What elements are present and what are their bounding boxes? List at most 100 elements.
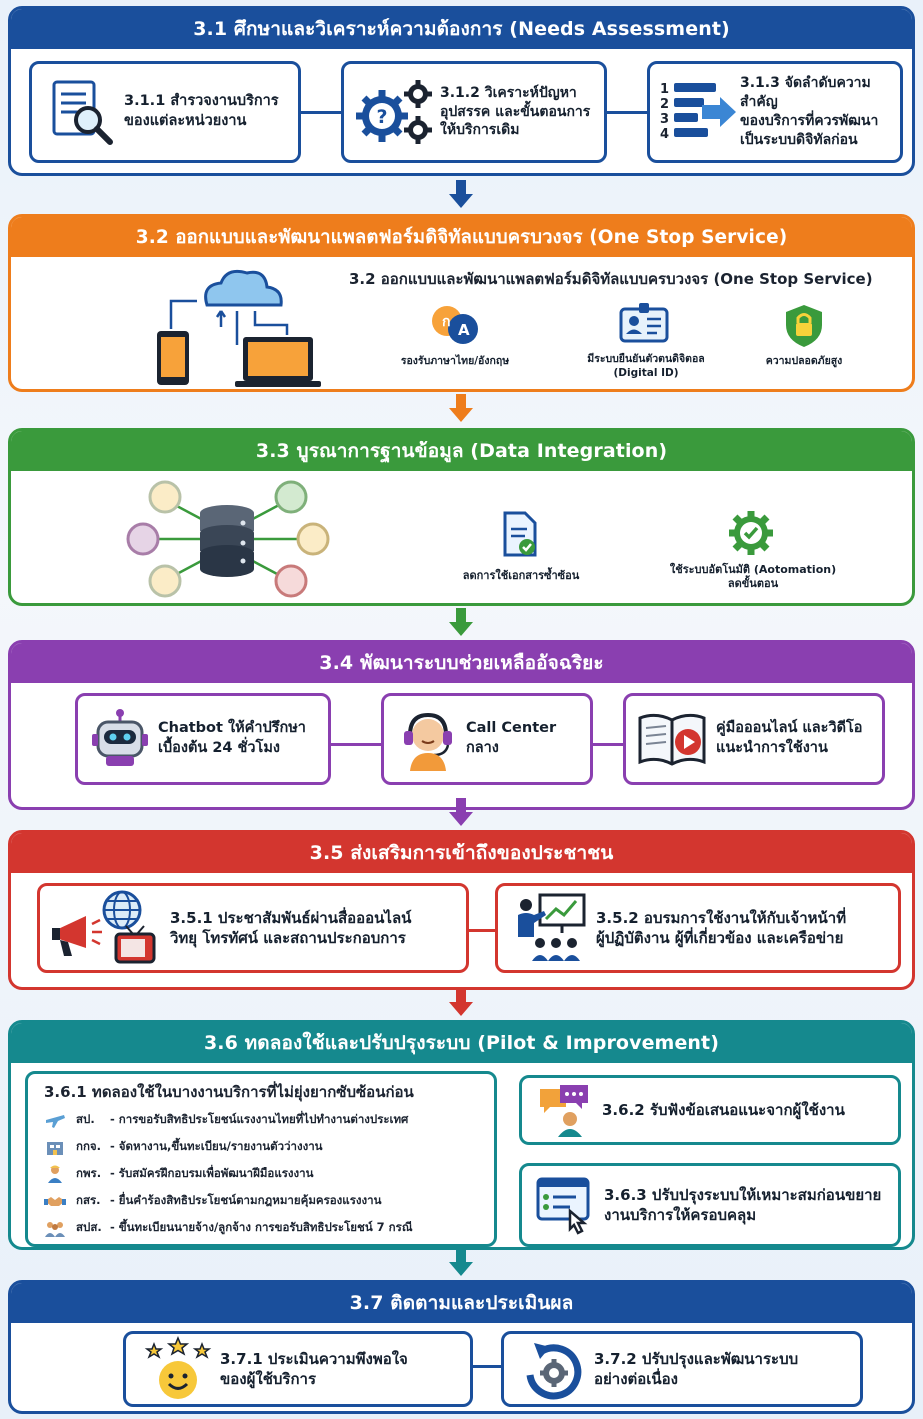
card-subtitle: วิทยุ โทรทัศน์ และสถานประกอบการ	[170, 929, 406, 947]
card-title: 3.5.2 อบรมการใช้งานให้กับเจ้าหน้าที่	[596, 908, 847, 927]
card-subtitle: เบื้องต้น 24 ชั่วโมง	[158, 740, 280, 756]
card-subtitle: ของผู้ใช้บริการ	[220, 1370, 317, 1388]
agency-abbr: สปส.	[76, 1219, 102, 1234]
feature-automation: ใช้ระบบอัตโนมัติ (Aotomation)ลดขั้นตอน	[665, 563, 841, 592]
digital-id-icon	[619, 303, 669, 343]
feature-digital-id: มีระบบยืนยันตัวตนดิจิตอล(Digital ID)	[571, 353, 721, 380]
section-data-integration: 3.3 บูรณาการฐานข้อมูล (Data Integration)	[8, 428, 915, 606]
card-system-update: 3.6.3 ปรับปรุงระบบให้เหมาะสมก่อนขยายงานบ…	[519, 1163, 901, 1247]
card-service-survey: 3.1.1 สำรวจงานบริการของแต่ละหน่วยงาน	[29, 61, 301, 163]
card-subtitle: แนะนำการใช้งาน	[716, 740, 828, 756]
flow-arrow	[449, 180, 473, 208]
platform-subtitle: 3.2 ออกแบบและพัฒนาแพลตฟอร์มดิจิทัลแบบครบ…	[349, 270, 873, 288]
section-title: 3.2 ออกแบบและพัฒนาแพลตฟอร์มดิจิทัลแบบครบ…	[11, 217, 912, 257]
service-text: - รับสมัครฝึกอบรมเพื่อพัฒนาฝีมือแรงงาน	[110, 1165, 314, 1180]
service-text: - จัดหางาน,ขึ้นทะเบียน/รายงานตัวว่างงาน	[110, 1138, 323, 1153]
svg-text:2: 2	[660, 97, 669, 112]
agency-abbr: กกจ.	[76, 1138, 102, 1153]
card-call-center: Call Center กลาง	[381, 693, 593, 785]
service-text: - ยื่นคำร้องสิทธิประโยชน์ตามกฎหมายคุ้มคร…	[110, 1192, 382, 1207]
flow-arrow	[449, 798, 473, 826]
card-online-manual: คู่มือออนไลน์ และวิดีโอแนะนำการใช้งาน	[623, 693, 885, 785]
section-title: 3.1 ศึกษาและวิเคราะห์ความต้องการ (Needs …	[11, 9, 912, 49]
feature-automation-line: ลดขั้นตอน	[727, 577, 779, 591]
security-shield-icon	[786, 305, 822, 347]
section-title: 3.5 ส่งเสริมการเข้าถึงของประชาชน	[11, 833, 912, 873]
section-smart-assist: 3.4 พัฒนาระบบช่วยเหลืออัจฉริยะ Chatbot ใ…	[8, 640, 915, 810]
card-subtitle: งานบริการให้ครอบคลุม	[604, 1206, 757, 1224]
feature-security: ความปลอดภัยสูง	[765, 355, 843, 367]
flow-arrow	[449, 608, 473, 636]
card-title: 3.7.2 ปรับปรุงและพัฒนาระบบ	[594, 1349, 799, 1368]
worker-icon	[48, 1165, 62, 1183]
document-check-icon	[503, 511, 537, 557]
office-building-icon	[47, 1141, 63, 1155]
satisfaction-stars-icon	[144, 1336, 212, 1399]
card-line: ของบริการที่ควรพัฒนา	[740, 113, 879, 129]
language-icon: ก A	[432, 306, 478, 344]
svg-text:A: A	[458, 321, 470, 339]
card-title: 3.1.1 สำรวจงานบริการ	[124, 93, 279, 110]
chatbot-icon	[92, 709, 148, 766]
system-update-icon	[536, 1177, 590, 1235]
card-title: 3.1.3 จัดลำดับความสำคัญ	[740, 75, 871, 111]
section-title: 3.7 ติดตามและประเมินผล	[11, 1283, 912, 1323]
training-icon	[518, 893, 586, 961]
people-group-icon	[45, 1221, 65, 1237]
flow-arrow	[449, 988, 473, 1016]
feature-digital-id-line: (Digital ID)	[613, 366, 679, 379]
call-center-icon	[404, 712, 452, 771]
pilot-row: กกจ. - จัดหางาน,ขึ้นทะเบียน/รายงานตัวว่าง…	[44, 1133, 494, 1160]
megaphone-media-icon	[52, 890, 156, 964]
section-title: 3.4 พัฒนาระบบช่วยเหลืออัจฉริยะ	[11, 643, 912, 683]
card-title: 3.5.1 ประชาสัมพันธ์ผ่านสื่อออนไลน์	[170, 908, 412, 927]
feature-language: รองรับภาษาไทย/อังกฤษ	[400, 355, 510, 367]
card-training: 3.5.2 อบรมการใช้งานให้กับเจ้าหน้าที่ผู้ป…	[495, 883, 901, 973]
agency-abbr: กพร.	[76, 1165, 102, 1180]
flow-arrow	[449, 394, 473, 422]
card-subtitle: กลาง	[466, 740, 499, 756]
agency-abbr: สป.	[76, 1111, 95, 1126]
flow-arrow	[449, 1248, 473, 1276]
pilot-row: สป. - การขอรับสิทธิประโยชน์แรงงานไทยที่ไป…	[44, 1106, 494, 1133]
document-search-icon	[52, 80, 113, 145]
database-hub-icon	[126, 480, 330, 598]
svg-text:4: 4	[660, 127, 669, 142]
feature-automation-line: ใช้ระบบอัตโนมัติ (Aotomation)	[669, 563, 837, 576]
section-needs-assessment: 3.1 ศึกษาและวิเคราะห์ความต้องการ (Needs …	[8, 6, 915, 176]
card-title: 3.7.1 ประเมินความพึงพอใจ	[220, 1349, 408, 1368]
section-platform: 3.2 ออกแบบและพัฒนาแพลตฟอร์มดิจิทัลแบบครบ…	[8, 214, 915, 392]
card-subtitle: ของแต่ละหน่วยงาน	[124, 113, 247, 129]
feature-digital-id-line: มีระบบยืนยันตัวตนดิจิตอล	[587, 353, 705, 365]
card-satisfaction: 3.7.1 ประเมินความพึงพอใจของผู้ใช้บริการ	[123, 1331, 473, 1407]
card-chatbot: Chatbot ให้คำปรึกษาเบื้องต้น 24 ชั่วโมง	[75, 693, 331, 785]
card-continuous-improvement: 3.7.2 ปรับปรุงและพัฒนาระบบอย่างต่อเนื่อง	[501, 1331, 863, 1407]
card-title: Call Center	[466, 720, 557, 737]
gears-question-icon: ?	[356, 80, 432, 144]
handshake-icon	[44, 1196, 66, 1206]
service-text: - ขึ้นทะเบียนนายจ้าง/ลูกจ้าง การขอรับสิท…	[110, 1219, 413, 1234]
card-subtitle: ผู้ปฏิบัติงาน ผู้ที่เกี่ยวข้อง และเครือข…	[596, 929, 844, 947]
pilot-row: กพร. - รับสมัครฝึกอบรมเพื่อพัฒนาฝีมือแรงง…	[44, 1160, 494, 1187]
card-line: เป็นระบบดิจิทัลก่อน	[740, 131, 858, 148]
svg-text:ก: ก	[442, 314, 450, 330]
airplane-icon	[46, 1114, 65, 1128]
section-pilot-improvement: 3.6 ทดลองใช้และปรับปรุงระบบ (Pilot & Imp…	[8, 1020, 915, 1250]
pilot-list-title: 3.6.1 ทดลองใช้ในบางงานบริการที่ไม่ยุ่งยา…	[44, 1083, 414, 1101]
cloud-devices-icon	[157, 269, 321, 387]
service-text: - การขอรับสิทธิประโยชน์แรงงานไทยที่ไปทำง…	[110, 1111, 409, 1126]
card-title: คู่มือออนไลน์ และวิดีโอ	[716, 720, 863, 737]
card-pilot-list: 3.6.1 ทดลองใช้ในบางงานบริการที่ไม่ยุ่งยา…	[25, 1071, 497, 1247]
pilot-row: สปส. - ขึ้นทะเบียนนายจ้าง/ลูกจ้าง การขอรั…	[44, 1214, 494, 1241]
card-subtitle: อย่างต่อเนื่อง	[594, 1370, 679, 1388]
continuous-improvement-icon	[526, 1343, 582, 1400]
card-line: อุปสรรค และขั้นตอนการ	[440, 103, 591, 120]
card-title: 3.6.2 รับฟังข้อเสนอแนะจากผู้ใช้งาน	[602, 1100, 845, 1119]
svg-text:1: 1	[660, 82, 669, 97]
svg-text:3: 3	[660, 112, 669, 127]
card-title: 3.1.2 วิเคราะห์ปัญหา	[440, 84, 577, 101]
card-title: Chatbot ให้คำปรึกษา	[158, 720, 306, 737]
pilot-row: กสร.- ยื่นคำร้องสิทธิประโยชน์ตามกฎหมายคุ…	[44, 1187, 494, 1214]
